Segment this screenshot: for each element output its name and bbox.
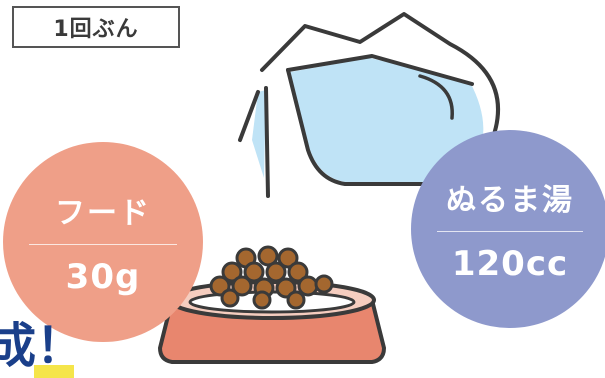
water-divider xyxy=(436,230,584,232)
partial-heading: 成！ xyxy=(0,318,85,374)
water-amount: 120cc xyxy=(451,243,569,284)
food-amount: 30g xyxy=(65,256,141,297)
serving-badge: 1回ぶん xyxy=(12,6,180,48)
food-label: フード xyxy=(55,195,151,231)
heading-highlight xyxy=(34,365,74,378)
water-amount-circle: ぬるま湯 120cc xyxy=(411,130,605,328)
serving-badge-label: 1回ぶん xyxy=(53,17,139,42)
water-label: ぬるま湯 xyxy=(446,182,574,218)
food-amount-circle: フード 30g xyxy=(3,142,203,342)
food-divider xyxy=(29,243,177,245)
kibble-bowl-icon xyxy=(158,245,386,364)
